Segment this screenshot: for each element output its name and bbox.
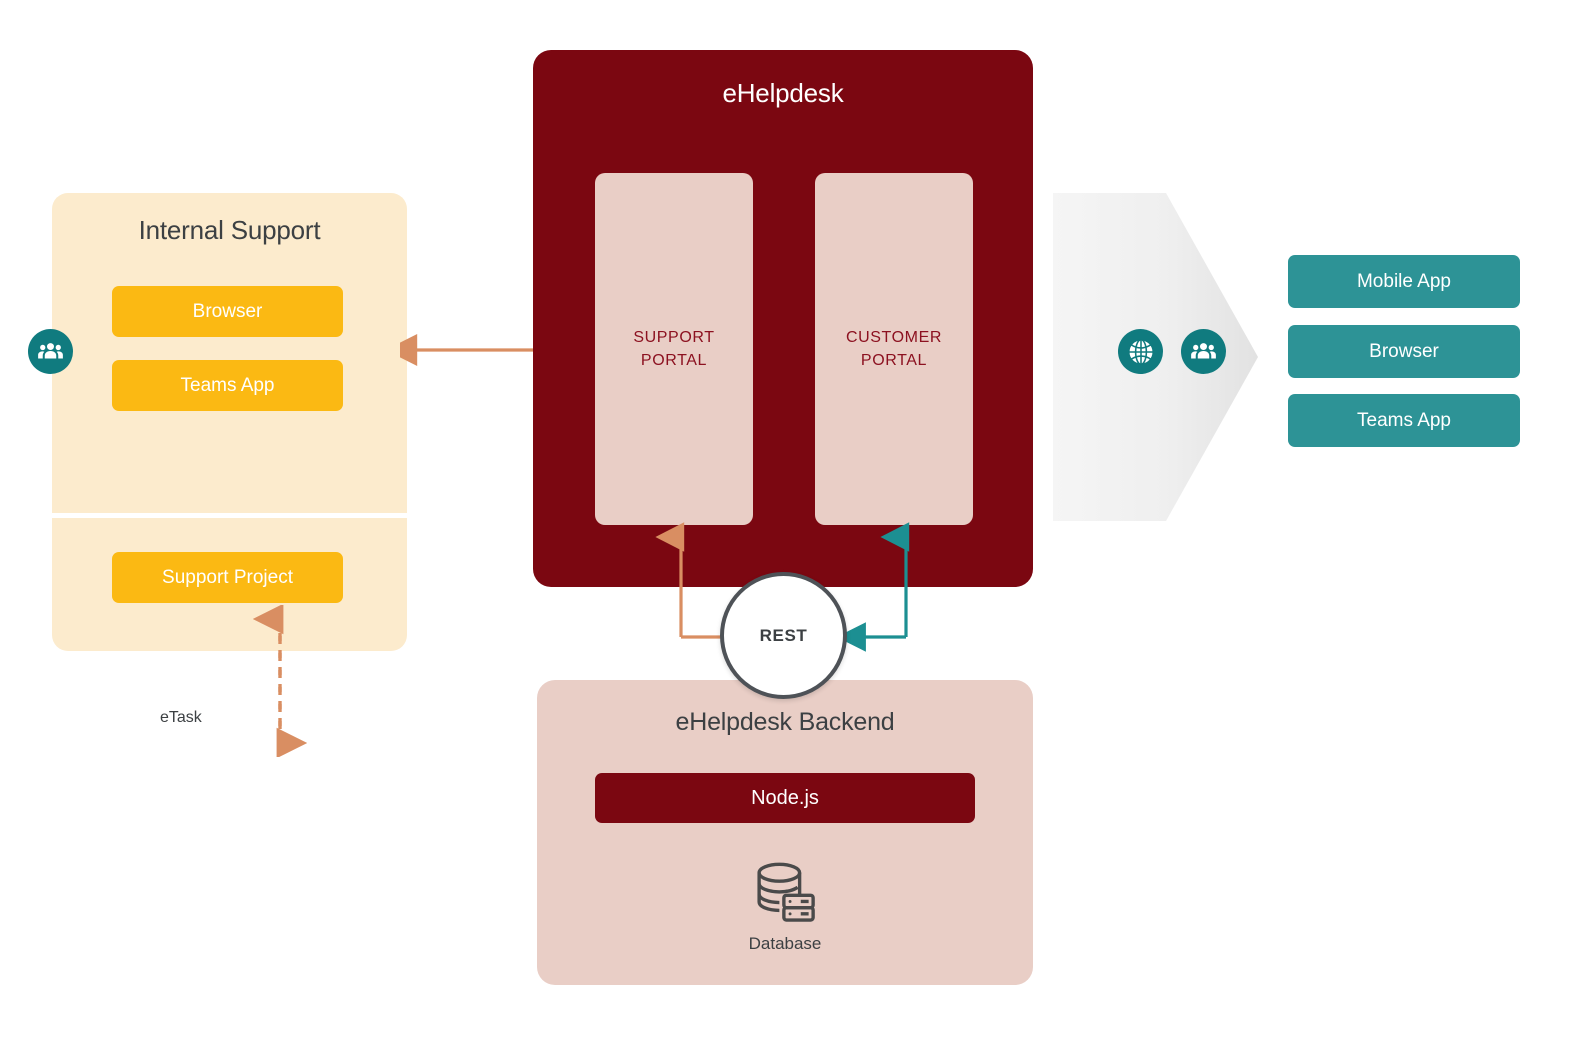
ehelpdesk-backend-group: eHelpdesk Backend Node.js Database xyxy=(537,680,1033,985)
globe-icon-glyph xyxy=(1127,338,1154,365)
etask-connector-arrow xyxy=(252,605,308,757)
support-project-label: Support Project xyxy=(162,566,293,588)
nodejs-runtime-node[interactable]: Node.js xyxy=(595,773,975,823)
external-client-teams-app-label: Teams App xyxy=(1357,409,1451,431)
internal-client-browser[interactable]: Browser xyxy=(112,286,343,337)
internal-client-teams-app-label: Teams App xyxy=(180,374,275,396)
database-node: Database xyxy=(537,857,1033,954)
people-icon-glyph xyxy=(1191,343,1216,359)
external-client-browser[interactable]: Browser xyxy=(1288,325,1520,378)
rest-api-label: REST xyxy=(759,625,808,645)
nodejs-runtime-label: Node.js xyxy=(751,786,819,809)
customer-portal-label-line1: CUSTOMER xyxy=(845,328,943,346)
customer-portal-node[interactable]: CUSTOMER PORTAL xyxy=(815,173,973,525)
people-icon-glyph xyxy=(38,343,63,359)
support-portal-label-line2: PORTAL xyxy=(640,352,708,369)
ehelpdesk-title: eHelpdesk xyxy=(722,78,844,108)
internal-support-upper-band xyxy=(52,193,407,513)
support-project-node[interactable]: Support Project xyxy=(112,552,343,603)
people-icon xyxy=(28,329,73,374)
external-client-teams-app[interactable]: Teams App xyxy=(1288,394,1520,447)
internal-client-teams-app[interactable]: Teams App xyxy=(112,360,343,411)
customer-portal-label-line2: PORTAL xyxy=(860,352,928,369)
database-label: Database xyxy=(748,934,822,953)
globe-icon xyxy=(1118,329,1163,374)
etask-connector-label: eTask xyxy=(160,709,202,726)
internal-support-title: Internal Support xyxy=(138,215,321,245)
external-client-browser-label: Browser xyxy=(1369,340,1439,362)
external-client-mobile-app-label: Mobile App xyxy=(1356,270,1451,292)
database-icon xyxy=(757,862,815,922)
internal-client-browser-label: Browser xyxy=(192,300,263,322)
rest-api-node[interactable]: REST xyxy=(720,572,847,699)
ehelpdesk-group: eHelpdesk SUPPORT PORTAL CUSTOMER PORTAL xyxy=(533,50,1033,587)
external-client-mobile-app[interactable]: Mobile App xyxy=(1288,255,1520,308)
rest-connector-arrows xyxy=(655,522,910,652)
internal-support-group: Internal Support Browser Teams App Suppo… xyxy=(52,193,407,757)
ehelpdesk-backend-title: eHelpdesk Backend xyxy=(675,708,895,736)
people-icon xyxy=(1181,329,1226,374)
support-portal-node[interactable]: SUPPORT PORTAL xyxy=(595,173,753,525)
support-portal-label-line1: SUPPORT xyxy=(633,328,715,346)
